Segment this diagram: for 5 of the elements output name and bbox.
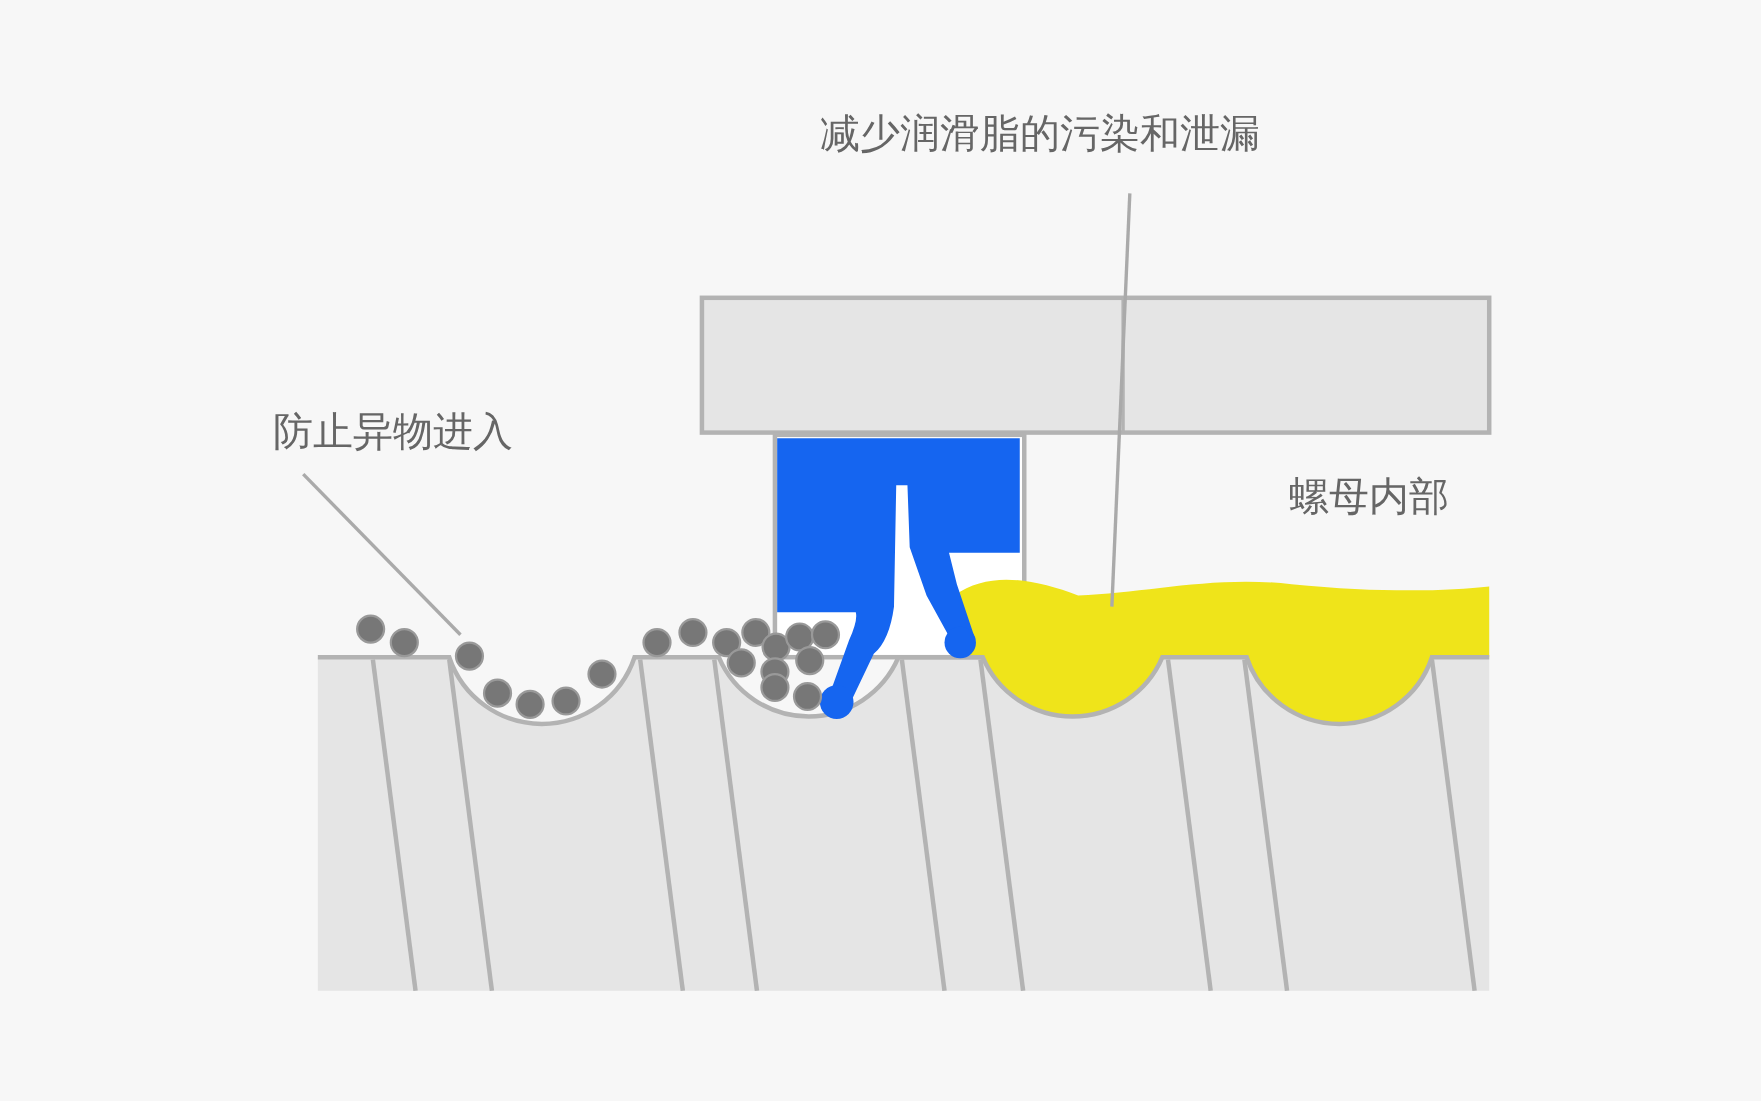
callout-text: 防止异物进入 <box>272 406 513 455</box>
leader-line <box>1110 193 1132 607</box>
callout-text: 减少润滑脂的污染和泄漏 <box>819 108 1260 157</box>
leader-line <box>302 472 462 636</box>
area-label: 螺母内部 <box>1289 471 1450 520</box>
